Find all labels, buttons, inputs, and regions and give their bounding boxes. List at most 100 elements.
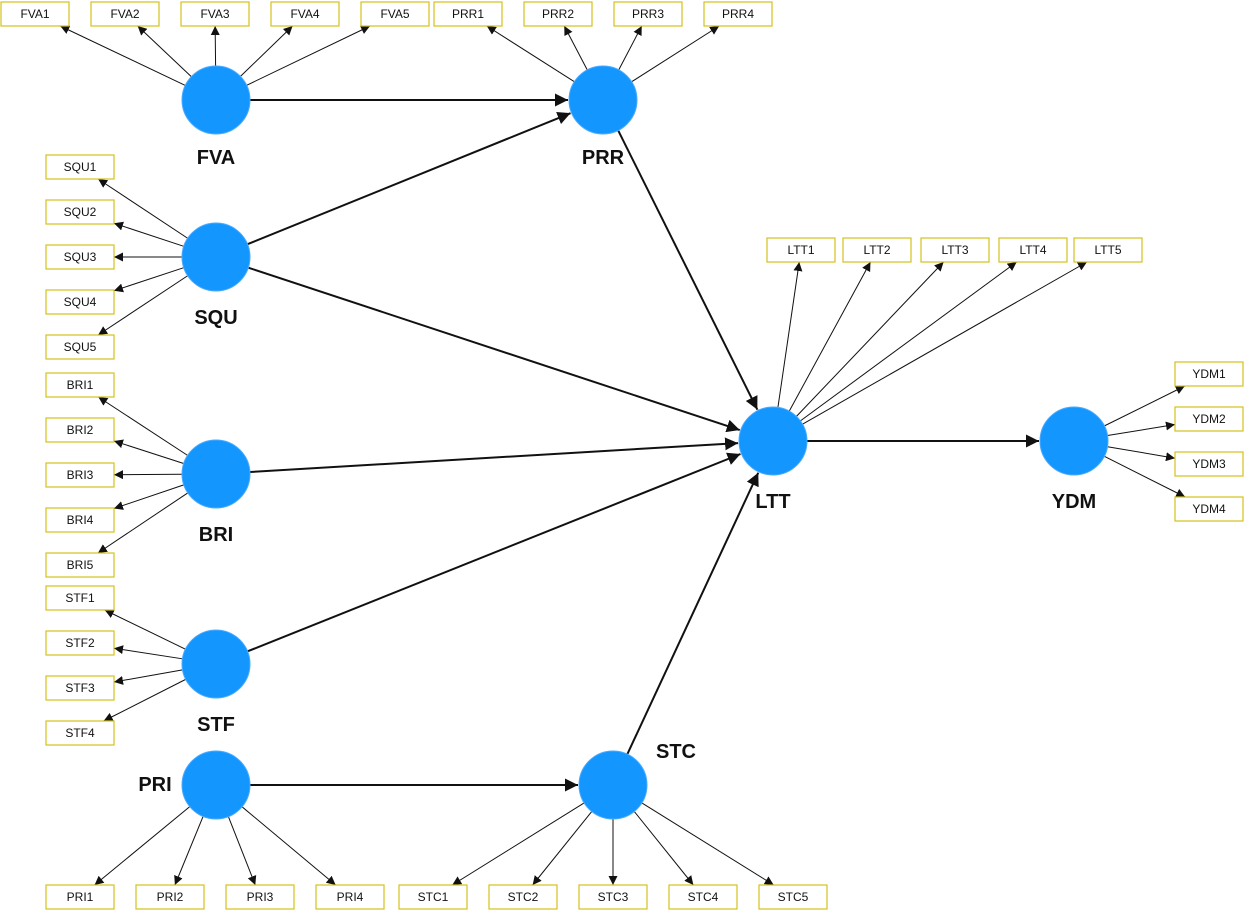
indicator-box[interactable] (998, 237, 1068, 263)
indicator-stf3[interactable]: STF3 (45, 675, 115, 701)
indicator-box[interactable] (45, 675, 115, 701)
indicator-box[interactable] (1174, 451, 1244, 477)
indicator-box[interactable] (225, 884, 295, 910)
indicator-prr3[interactable]: PRR3 (613, 1, 683, 27)
construct-circle[interactable] (578, 750, 648, 820)
indicator-box[interactable] (578, 884, 648, 910)
indicator-box[interactable] (45, 507, 115, 533)
indicator-fva4[interactable]: FVA4 (270, 1, 340, 27)
indicator-squ2[interactable]: SQU2 (45, 199, 115, 225)
construct-circle[interactable] (1039, 406, 1109, 476)
indicator-box[interactable] (45, 417, 115, 443)
indicator-ltt1[interactable]: LTT1 (766, 237, 836, 263)
indicator-box[interactable] (45, 372, 115, 398)
indicator-box[interactable] (1174, 406, 1244, 432)
indicator-bri2[interactable]: BRI2 (45, 417, 115, 443)
construct-stf[interactable]: STF (181, 629, 251, 736)
indicator-stc2[interactable]: STC2 (488, 884, 558, 910)
indicator-box[interactable] (668, 884, 738, 910)
indicator-box[interactable] (315, 884, 385, 910)
indicator-pri4[interactable]: PRI4 (315, 884, 385, 910)
construct-pri[interactable]: PRI (138, 750, 251, 820)
indicator-stc3[interactable]: STC3 (578, 884, 648, 910)
indicator-ydm2[interactable]: YDM2 (1174, 406, 1244, 432)
indicator-box[interactable] (45, 552, 115, 578)
construct-circle[interactable] (181, 629, 251, 699)
indicator-box[interactable] (433, 1, 503, 27)
indicator-box[interactable] (703, 1, 773, 27)
indicator-stf2[interactable]: STF2 (45, 630, 115, 656)
indicator-box[interactable] (90, 1, 160, 27)
indicator-box[interactable] (270, 1, 340, 27)
indicator-squ1[interactable]: SQU1 (45, 154, 115, 180)
indicator-fva1[interactable]: FVA1 (0, 1, 70, 27)
indicator-box[interactable] (920, 237, 990, 263)
indicator-box[interactable] (488, 884, 558, 910)
construct-ltt[interactable]: LTT (738, 406, 808, 513)
indicator-box[interactable] (1073, 237, 1143, 263)
indicator-box[interactable] (842, 237, 912, 263)
construct-circle[interactable] (181, 439, 251, 509)
indicator-ydm1[interactable]: YDM1 (1174, 361, 1244, 387)
construct-stc[interactable]: STC (578, 741, 696, 820)
construct-circle[interactable] (738, 406, 808, 476)
indicator-box[interactable] (1174, 361, 1244, 387)
indicator-ydm3[interactable]: YDM3 (1174, 451, 1244, 477)
indicator-pri2[interactable]: PRI2 (135, 884, 205, 910)
indicator-box[interactable] (1174, 496, 1244, 522)
indicator-fva2[interactable]: FVA2 (90, 1, 160, 27)
construct-circle[interactable] (181, 65, 251, 135)
indicator-box[interactable] (45, 630, 115, 656)
indicator-box[interactable] (45, 289, 115, 315)
indicator-box[interactable] (135, 884, 205, 910)
indicator-squ3[interactable]: SQU3 (45, 244, 115, 270)
indicator-box[interactable] (45, 720, 115, 746)
indicator-bri1[interactable]: BRI1 (45, 372, 115, 398)
construct-fva[interactable]: FVA (181, 65, 251, 169)
indicator-ltt5[interactable]: LTT5 (1073, 237, 1143, 263)
indicator-box[interactable] (180, 1, 250, 27)
indicator-box[interactable] (45, 884, 115, 910)
construct-squ[interactable]: SQU (181, 222, 251, 329)
indicator-box[interactable] (360, 1, 430, 27)
construct-circle[interactable] (181, 750, 251, 820)
construct-bri[interactable]: BRI (181, 439, 251, 546)
indicator-stf1[interactable]: STF1 (45, 585, 115, 611)
indicator-box[interactable] (45, 154, 115, 180)
indicator-ydm4[interactable]: YDM4 (1174, 496, 1244, 522)
indicator-prr1[interactable]: PRR1 (433, 1, 503, 27)
indicator-stc1[interactable]: STC1 (398, 884, 468, 910)
indicator-box[interactable] (45, 199, 115, 225)
indicator-squ4[interactable]: SQU4 (45, 289, 115, 315)
indicator-box[interactable] (45, 462, 115, 488)
indicator-box[interactable] (758, 884, 828, 910)
indicator-box[interactable] (766, 237, 836, 263)
indicator-prr2[interactable]: PRR2 (523, 1, 593, 27)
indicator-bri4[interactable]: BRI4 (45, 507, 115, 533)
indicator-box[interactable] (613, 1, 683, 27)
indicator-pri1[interactable]: PRI1 (45, 884, 115, 910)
indicator-box[interactable] (45, 585, 115, 611)
indicator-ltt4[interactable]: LTT4 (998, 237, 1068, 263)
indicator-bri3[interactable]: BRI3 (45, 462, 115, 488)
indicator-box[interactable] (45, 334, 115, 360)
indicator-stf4[interactable]: STF4 (45, 720, 115, 746)
indicator-stc4[interactable]: STC4 (668, 884, 738, 910)
indicator-box[interactable] (0, 1, 70, 27)
construct-ydm[interactable]: YDM (1039, 406, 1109, 513)
indicator-bri5[interactable]: BRI5 (45, 552, 115, 578)
indicator-ltt2[interactable]: LTT2 (842, 237, 912, 263)
construct-circle[interactable] (181, 222, 251, 292)
indicator-fva3[interactable]: FVA3 (180, 1, 250, 27)
indicator-squ5[interactable]: SQU5 (45, 334, 115, 360)
indicator-ltt3[interactable]: LTT3 (920, 237, 990, 263)
indicator-box[interactable] (398, 884, 468, 910)
indicator-box[interactable] (45, 244, 115, 270)
indicator-prr4[interactable]: PRR4 (703, 1, 773, 27)
construct-circle[interactable] (568, 65, 638, 135)
indicator-box[interactable] (523, 1, 593, 27)
indicator-pri3[interactable]: PRI3 (225, 884, 295, 910)
construct-prr[interactable]: PRR (568, 65, 638, 169)
indicator-fva5[interactable]: FVA5 (360, 1, 430, 27)
indicator-stc5[interactable]: STC5 (758, 884, 828, 910)
